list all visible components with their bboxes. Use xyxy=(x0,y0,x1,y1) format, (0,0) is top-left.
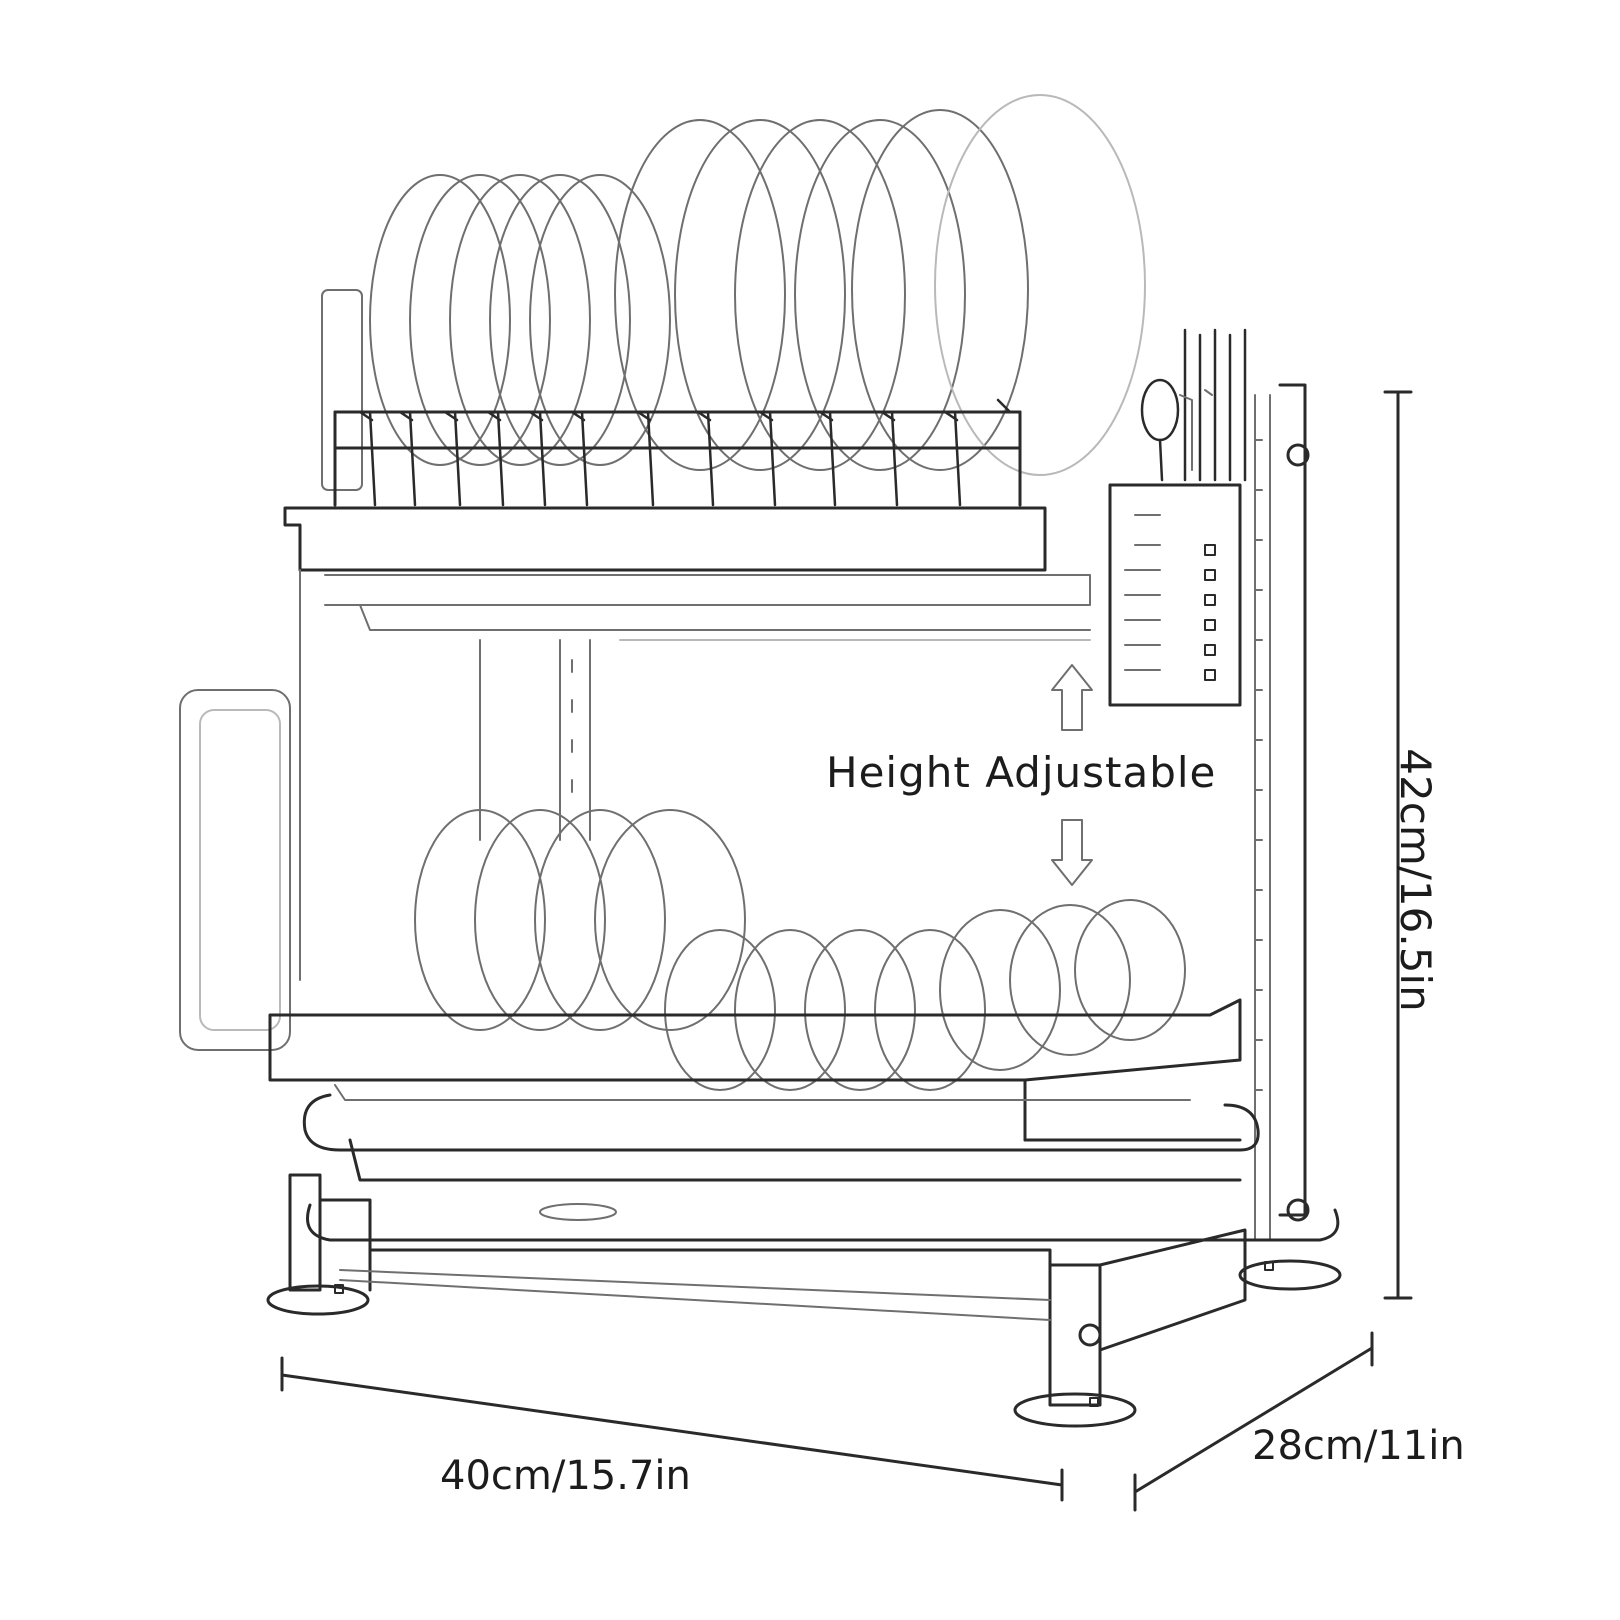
upper-plates xyxy=(369,94,1146,476)
height-adjustable-label: Height Adjustable xyxy=(826,748,1217,797)
height-arrows xyxy=(1051,664,1093,886)
lower-bowls xyxy=(414,809,1186,1091)
cutting-board-upper xyxy=(321,289,363,491)
dimension-height xyxy=(1383,390,1413,1300)
cutting-board-side xyxy=(179,689,291,1051)
back-posts xyxy=(479,639,1091,841)
upper-wire-rack xyxy=(333,398,1022,507)
dimension-width xyxy=(280,1356,1064,1502)
lower-tray xyxy=(268,998,1340,1242)
base-legs xyxy=(266,1173,1342,1428)
upper-tray xyxy=(283,506,1091,981)
overall-height-label: 42cm/16.5in xyxy=(1391,748,1440,1012)
right-frame xyxy=(1254,383,1310,1241)
width-label: 40cm/15.7in xyxy=(440,1453,691,1499)
dimension-depth xyxy=(1133,1331,1374,1512)
depth-label: 28cm/11in xyxy=(1252,1423,1465,1469)
utensil-holder xyxy=(1108,328,1247,707)
